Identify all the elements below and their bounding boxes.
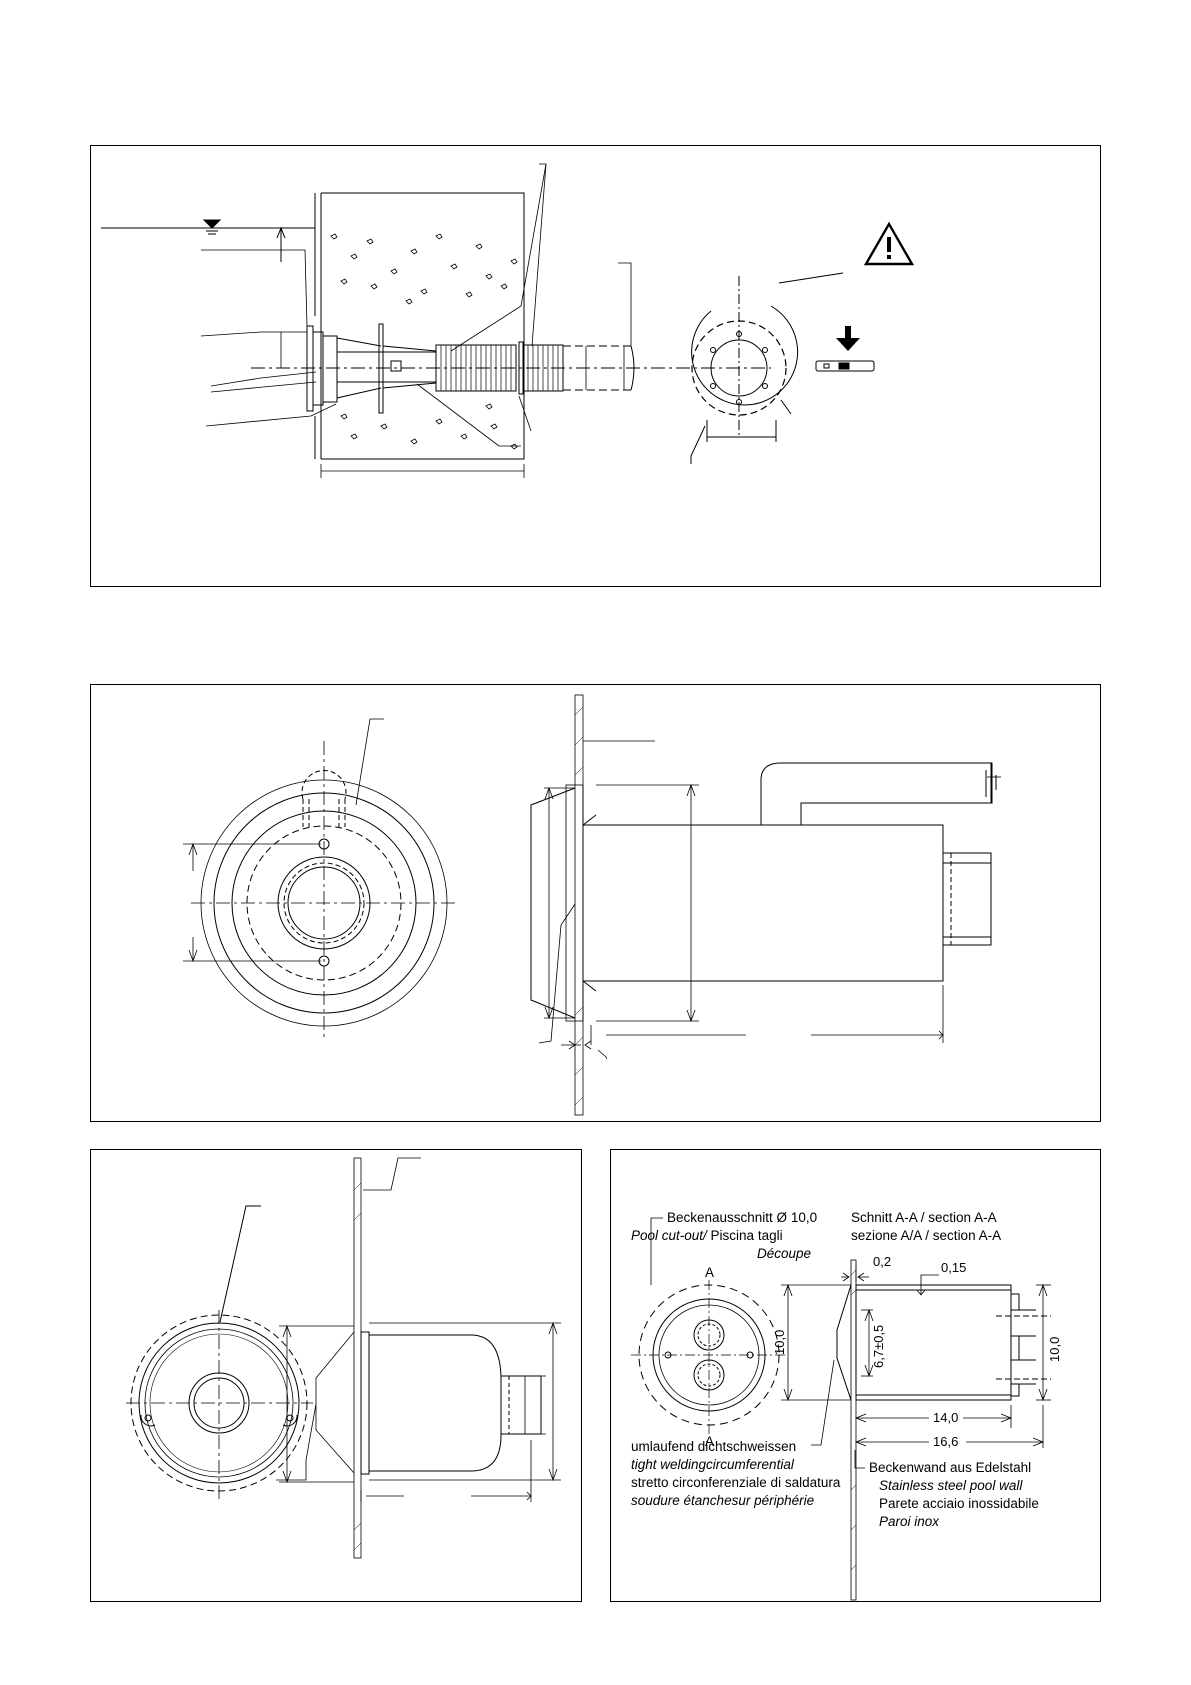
section-front-view [631, 1280, 786, 1435]
section-dimensions [781, 1265, 1051, 1469]
weld-label-de: umlaufend dichtschweissen [631, 1439, 796, 1454]
wall-label-de: Beckenwand aus Edelstahl [869, 1460, 1031, 1475]
water-level-symbol [101, 219, 315, 262]
weld-label: umlaufend dichtschweissen tight weldingc… [631, 1439, 841, 1508]
cutout-label-de: Beckenausschnitt Ø 10,0 [667, 1210, 817, 1225]
wall-label-en: Stainless steel pool wall [879, 1478, 1023, 1493]
weld-label-it: stretto circonferenziale di saldatura [631, 1475, 841, 1490]
section-label-line2: sezione A/A / section A-A [851, 1228, 1001, 1243]
cutout-label-en-it: Pool cut-out/ Piscina tagli [631, 1228, 783, 1243]
section-label: Schnitt A-A / section A-A sezione A/A / … [851, 1210, 1001, 1243]
section-mark-bottom: A [705, 1434, 714, 1449]
weld-label-en: tight weldingcircumferential [631, 1457, 795, 1472]
dimension-lines [200, 163, 632, 478]
wall-label-it: Parete acciaio inossidabile [879, 1496, 1039, 1511]
compact-housing-dimensions [276, 1157, 561, 1502]
section-detail-drawing: Beckenausschnitt Ø 10,0 Pool cut-out/ Pi… [631, 1210, 1062, 1601]
down-arrow-icon [836, 326, 860, 351]
section-side-view [836, 1259, 1051, 1601]
flange-front-view [690, 272, 844, 464]
dim-total-length: 16,6 [933, 1434, 958, 1449]
cutout-label-fr: Découpe [757, 1246, 811, 1261]
dim-inner-height: 6,7±0,5 [871, 1325, 886, 1368]
housing-views-drawing [183, 694, 1001, 1116]
compact-housing-panel [90, 1149, 582, 1602]
dim-height: 10,0 [772, 1330, 787, 1355]
installation-drawing [101, 163, 915, 478]
section-detail-panel: Beckenausschnitt Ø 10,0 Pool cut-out/ Pi… [610, 1149, 1101, 1602]
wall-label-fr: Paroi inox [879, 1514, 940, 1529]
compact-housing-side-view [315, 1157, 542, 1559]
dim-wall-thickness: 0,2 [873, 1254, 891, 1269]
housing-views-panel [90, 684, 1101, 1122]
cutout-leader [650, 1217, 663, 1285]
section-label-line1: Schnitt A-A / section A-A [851, 1210, 997, 1225]
dim-gap: 0,15 [941, 1260, 966, 1275]
wall-label: Beckenwand aus Edelstahl Stainless steel… [869, 1460, 1039, 1529]
compact-housing-drawing [126, 1157, 561, 1559]
dim-body-length: 14,0 [933, 1410, 958, 1425]
section-mark-top: A [705, 1265, 714, 1280]
cutout-label: Beckenausschnitt Ø 10,0 Pool cut-out/ Pi… [631, 1210, 817, 1261]
installation-drawing-panel [90, 145, 1101, 587]
housing-front-view [183, 718, 459, 1037]
warning-triangle-icon [863, 221, 915, 266]
corrugated-hose [251, 341, 771, 395]
weld-label-fr: soudure étanchesur périphérie [631, 1493, 814, 1508]
dim-right-height: 10,0 [1047, 1337, 1062, 1362]
compact-housing-front-view [126, 1205, 313, 1500]
housing-side-view [530, 694, 997, 1116]
housing-dimensions [538, 740, 1001, 1060]
spirit-level-icon [815, 360, 875, 372]
concrete-wall [314, 192, 525, 460]
